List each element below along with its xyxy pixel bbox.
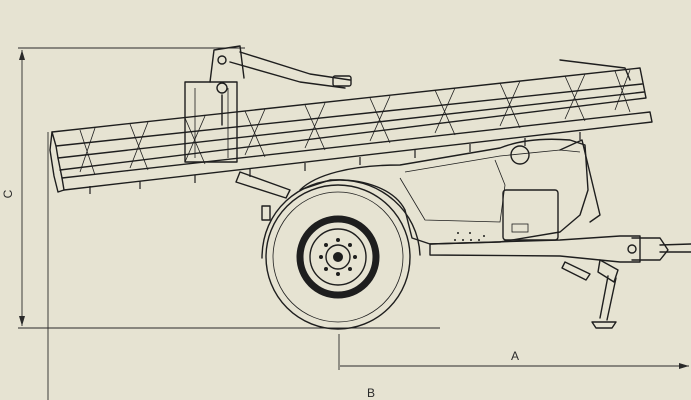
dimension-lines: C B A	[1, 47, 689, 400]
boom-mid-rail	[55, 83, 643, 147]
hydraulic-ram	[561, 261, 591, 281]
hub-disc	[309, 228, 367, 286]
rivet-row	[454, 232, 485, 241]
boom-lower-rail	[61, 111, 653, 191]
b-dimension-label: B	[367, 386, 375, 400]
filter-unit	[510, 145, 530, 165]
control-box-label	[511, 223, 529, 233]
axle-cap	[333, 252, 343, 262]
wheel	[261, 179, 421, 330]
boom-truss-diagonals	[79, 69, 631, 176]
drawbar	[429, 235, 641, 263]
jack-leg	[599, 275, 617, 321]
tank-seam	[404, 149, 581, 173]
wheel-nuts	[319, 238, 357, 276]
boom-latch	[332, 75, 352, 87]
tank-cutout	[399, 159, 506, 223]
c-dimension-label: C	[1, 189, 15, 198]
boom-tip-hook	[559, 59, 631, 81]
mudguard	[261, 179, 421, 259]
lift-frame-rails	[194, 88, 229, 158]
boom-lift-frame	[184, 45, 291, 221]
nozzles	[89, 132, 581, 194]
hub	[325, 244, 351, 270]
tank-body	[299, 138, 589, 245]
rim	[296, 215, 380, 299]
tyre-outer	[265, 184, 411, 330]
boom-inner-rail	[57, 91, 645, 159]
level-valve	[216, 82, 228, 94]
boom-upper-arm	[229, 51, 351, 89]
jack-foot	[591, 321, 617, 329]
boom-outer-rail	[51, 67, 647, 171]
tyre-inner	[272, 191, 404, 323]
link-bracket	[261, 205, 271, 221]
hitch-pin	[627, 244, 637, 254]
control-box	[502, 189, 559, 241]
boom	[49, 51, 653, 194]
chassis	[299, 138, 691, 329]
jack-bracket	[597, 259, 619, 283]
a-dimension-label: A	[511, 349, 519, 363]
hitch-eye	[659, 243, 691, 253]
a-arrow-right	[679, 363, 689, 369]
rear-ladder	[559, 139, 601, 223]
c-arrow-bottom	[19, 316, 25, 326]
c-arrow-top	[19, 50, 25, 60]
mast-pivot	[217, 55, 227, 65]
hitch-eye-mount	[631, 237, 669, 261]
lift-frame-box	[184, 81, 238, 163]
boom-left-end	[49, 131, 65, 193]
lower-link	[235, 171, 291, 199]
mast	[209, 45, 245, 83]
